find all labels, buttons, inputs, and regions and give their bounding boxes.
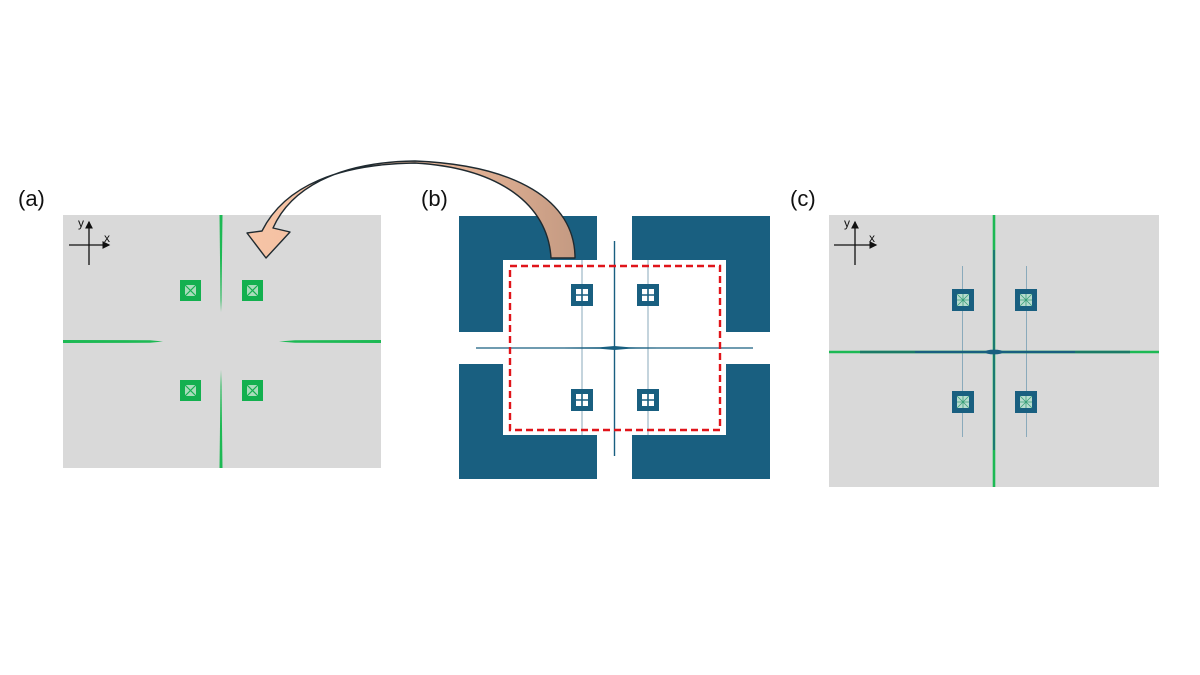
curved-arrow <box>246 160 576 259</box>
green-line-left-a <box>63 340 163 343</box>
axis-label-x-c: x <box>869 231 875 245</box>
pad-c-bl <box>952 391 974 413</box>
axis-icon-a: x y <box>69 216 111 265</box>
pad-b-tl <box>571 284 593 306</box>
axis-label-y-c: y <box>844 216 850 230</box>
pad-c-tl <box>952 289 974 311</box>
pad-b-br <box>637 389 659 411</box>
pad-a-br <box>242 380 263 401</box>
axis-label-x-a: x <box>104 231 110 245</box>
electrode-top-left <box>459 216 597 332</box>
axis-icon-c: x y <box>834 216 878 265</box>
panel-c: x y <box>829 215 1159 487</box>
green-line-right-a <box>279 340 381 343</box>
pad-b-tr <box>637 284 659 306</box>
pad-a-bl <box>180 380 201 401</box>
green-line-top-a <box>219 215 223 312</box>
electrode-top-right <box>632 216 770 332</box>
axis-label-y-a: y <box>78 216 84 230</box>
pad-c-tr <box>1015 289 1037 311</box>
electrode-bottom-left <box>459 364 597 479</box>
panel-label-a: (a) <box>18 186 45 211</box>
panel-a: x y <box>63 215 381 468</box>
green-line-bottom-a <box>219 370 223 468</box>
pad-c-br <box>1015 391 1037 413</box>
pad-b-bl <box>571 389 593 411</box>
center-junction-c <box>985 349 1003 355</box>
electrode-bottom-right <box>632 364 770 479</box>
panel-b <box>459 216 770 479</box>
pad-a-tr <box>242 280 263 301</box>
panel-label-c: (c) <box>790 186 816 211</box>
selection-rectangle <box>508 264 722 432</box>
pad-a-tl <box>180 280 201 301</box>
panel-label-b: (b) <box>421 186 448 211</box>
